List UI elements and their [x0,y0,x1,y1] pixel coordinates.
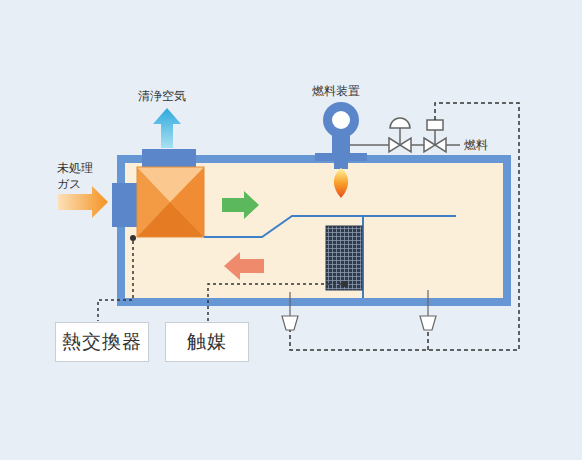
flow-arrow [224,252,264,280]
air-arrow [153,108,181,148]
heat-exchanger [137,167,204,237]
flow-arrow [222,191,259,219]
control-line [290,103,519,350]
part-label: 清浄空気 [138,88,186,104]
outlet-flange [142,149,196,169]
label-box: 熱交換器 [55,322,149,362]
leader-line [208,284,342,321]
leader-line [98,241,133,321]
leader-dot [130,235,136,241]
housing [121,159,507,302]
sensor [282,290,436,330]
catalyst-block [326,226,362,290]
part-label: 未処理 ガス [57,160,97,192]
part-label: 燃料装置 [312,83,360,99]
leader-dot [342,281,348,287]
part-label: 燃料 [464,137,488,153]
box-label: 熱交換器 [62,329,142,355]
label-box: 触媒 [165,322,249,362]
inlet-flange [112,183,138,227]
fuel-line [350,118,460,152]
box-label: 触媒 [187,329,227,355]
burner [315,102,367,198]
